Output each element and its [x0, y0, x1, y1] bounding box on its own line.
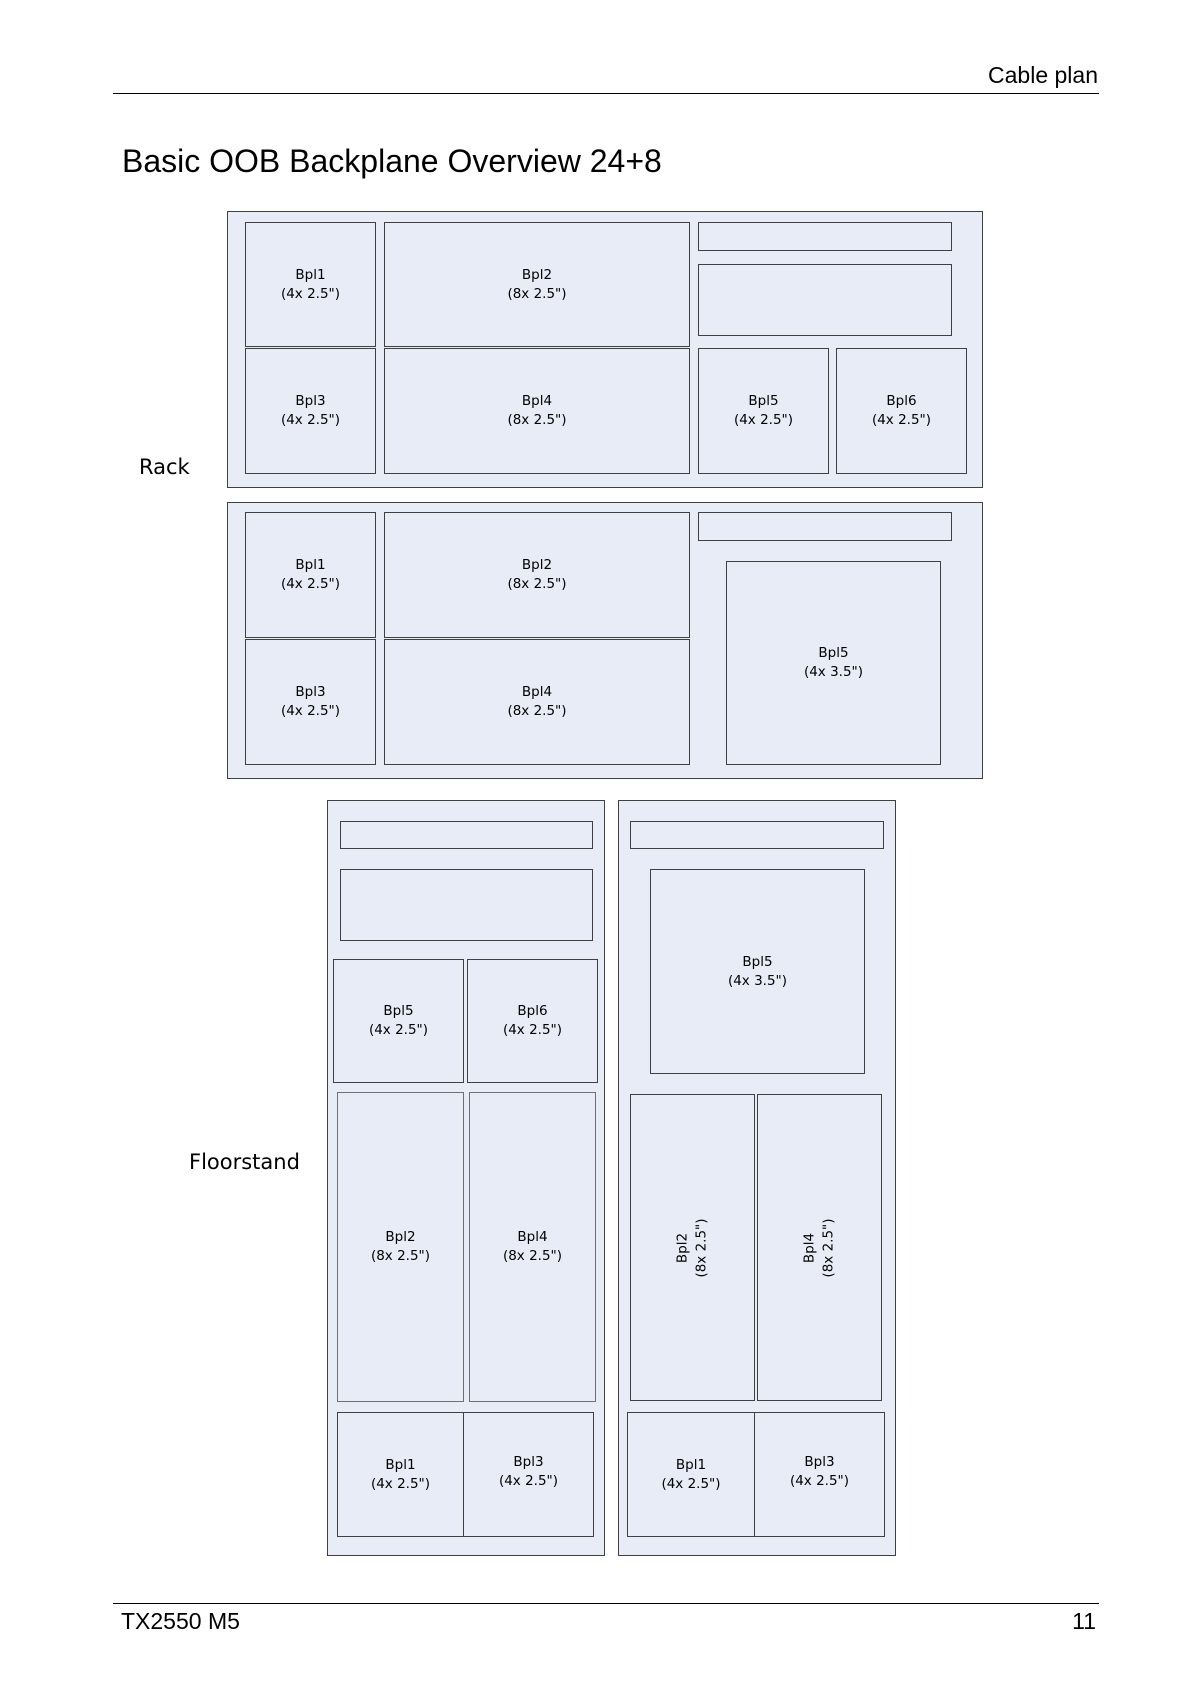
floor-left-bpl4: Bpl4 (8x 2.5")	[469, 1092, 596, 1402]
bpl-name: Bpl3	[295, 393, 326, 409]
bpl-name: Bpl5	[748, 393, 779, 409]
rack-top-bpl3: Bpl3 (4x 2.5")	[245, 348, 376, 474]
floor-right-bpl5: Bpl5 (4x 3.5")	[650, 869, 865, 1074]
floor-right-empty-slot	[630, 821, 884, 849]
bpl-spec: (4x 2.5")	[733, 412, 794, 428]
bpl-spec: (4x 2.5")	[498, 1473, 559, 1489]
header-title: Cable plan	[988, 62, 1098, 88]
bpl-name: Bpl2	[521, 266, 553, 283]
bpl-name: Bpl3	[513, 1454, 544, 1470]
bpl-name: Bpl4	[521, 684, 553, 700]
bpl-spec: (4x 2.5")	[280, 703, 341, 719]
bpl-name: Bpl5	[383, 1003, 414, 1019]
rotated-label: Bpl4 (8x 2.5")	[801, 1218, 839, 1277]
bpl-name: Bpl5	[742, 953, 773, 970]
bpl-spec: (8x 2.5")	[693, 1217, 710, 1278]
header-rule	[113, 93, 1099, 94]
floor-left-bpl3: Bpl3 (4x 2.5")	[463, 1412, 594, 1537]
rack-top-bpl4: Bpl4 (8x 2.5")	[384, 348, 690, 474]
bpl-name: Bpl6	[517, 1003, 548, 1019]
floor-right-bpl4: Bpl4 (8x 2.5")	[757, 1094, 882, 1401]
bpl-spec: (4x 2.5")	[280, 412, 341, 428]
bpl-name: Bpl2	[521, 557, 553, 573]
rack-bottom-bpl3: Bpl3 (4x 2.5")	[245, 639, 376, 765]
bpl-spec: (4x 3.5")	[727, 972, 788, 989]
bpl-spec: (4x 2.5")	[661, 1475, 721, 1492]
bpl-spec: (4x 2.5")	[502, 1022, 563, 1038]
floor-left-empty-slot-2	[340, 869, 593, 941]
floor-right-bpl3: Bpl3 (4x 2.5")	[754, 1412, 885, 1537]
bpl-spec: (8x 2.5")	[507, 703, 567, 719]
footer-rule	[113, 1603, 1099, 1604]
bpl-name: Bpl5	[818, 645, 849, 661]
rack-top-bpl6: Bpl6 (4x 2.5")	[836, 348, 967, 474]
bpl-spec: (4x 2.5")	[280, 285, 341, 302]
page-title: Basic OOB Backplane Overview 24+8	[122, 143, 662, 179]
bpl-name: Bpl1	[295, 557, 326, 573]
bpl-name: Bpl2	[385, 1229, 416, 1245]
rack-label: Rack	[139, 455, 190, 479]
bpl-spec: (4x 2.5")	[370, 1475, 431, 1492]
rack-bottom-bpl2: Bpl2 (8x 2.5")	[384, 512, 690, 638]
bpl-spec: (8x 2.5")	[370, 1248, 431, 1264]
rack-bottom-bpl5: Bpl5 (4x 3.5")	[726, 561, 941, 765]
footer-model: TX2550 M5	[121, 1608, 240, 1634]
floor-left-bpl1: Bpl1 (4x 2.5")	[337, 1412, 464, 1537]
bpl-spec: (8x 2.5")	[507, 285, 567, 302]
page-number: 11	[1072, 1608, 1096, 1634]
bpl-name: Bpl4	[517, 1229, 548, 1245]
bpl-spec: (8x 2.5")	[502, 1248, 563, 1264]
bpl-name: Bpl4	[521, 393, 553, 409]
rack-top-bpl2: Bpl2 (8x 2.5")	[384, 222, 690, 347]
bpl-spec: (4x 3.5")	[803, 664, 864, 680]
floor-right-bpl1: Bpl1 (4x 2.5")	[627, 1412, 755, 1537]
bpl-spec: (4x 2.5")	[871, 412, 932, 428]
bpl-spec: (4x 2.5")	[789, 1473, 850, 1489]
rack-top-bpl1: Bpl1 (4x 2.5")	[245, 222, 376, 347]
floor-left-bpl2: Bpl2 (8x 2.5")	[337, 1092, 464, 1402]
bpl-name: Bpl3	[804, 1454, 835, 1470]
floor-left-bpl6: Bpl6 (4x 2.5")	[467, 959, 598, 1083]
floorstand-label: Floorstand	[189, 1150, 300, 1174]
bpl-name: Bpl1	[295, 266, 326, 283]
rack-bottom-empty-slot	[698, 512, 952, 541]
bpl-name: Bpl2	[674, 1232, 691, 1263]
bpl-name: Bpl1	[675, 1456, 707, 1473]
rack-top-bpl5: Bpl5 (4x 2.5")	[698, 348, 829, 474]
bpl-name: Bpl3	[295, 684, 326, 700]
rack-bottom-bpl4: Bpl4 (8x 2.5")	[384, 639, 690, 765]
bpl-name: Bpl6	[886, 393, 917, 409]
floor-right-bpl2: Bpl2 (8x 2.5")	[630, 1094, 755, 1401]
bpl-spec: (4x 2.5")	[368, 1022, 429, 1038]
bpl-spec: (4x 2.5")	[280, 576, 341, 592]
rack-bottom-bpl1: Bpl1 (4x 2.5")	[245, 512, 376, 638]
floor-left-bpl5: Bpl5 (4x 2.5")	[333, 959, 464, 1083]
bpl-spec: (8x 2.5")	[507, 412, 567, 428]
bpl-name: Bpl4	[801, 1232, 818, 1263]
floor-left-empty-slot-1	[340, 821, 593, 849]
rack-top-empty-slot-1	[698, 222, 952, 251]
bpl-spec: (8x 2.5")	[820, 1217, 837, 1278]
rotated-label: Bpl2 (8x 2.5")	[674, 1218, 712, 1277]
bpl-spec: (8x 2.5")	[507, 576, 567, 592]
bpl-name: Bpl1	[385, 1456, 416, 1473]
rack-top-empty-slot-2	[698, 264, 952, 336]
